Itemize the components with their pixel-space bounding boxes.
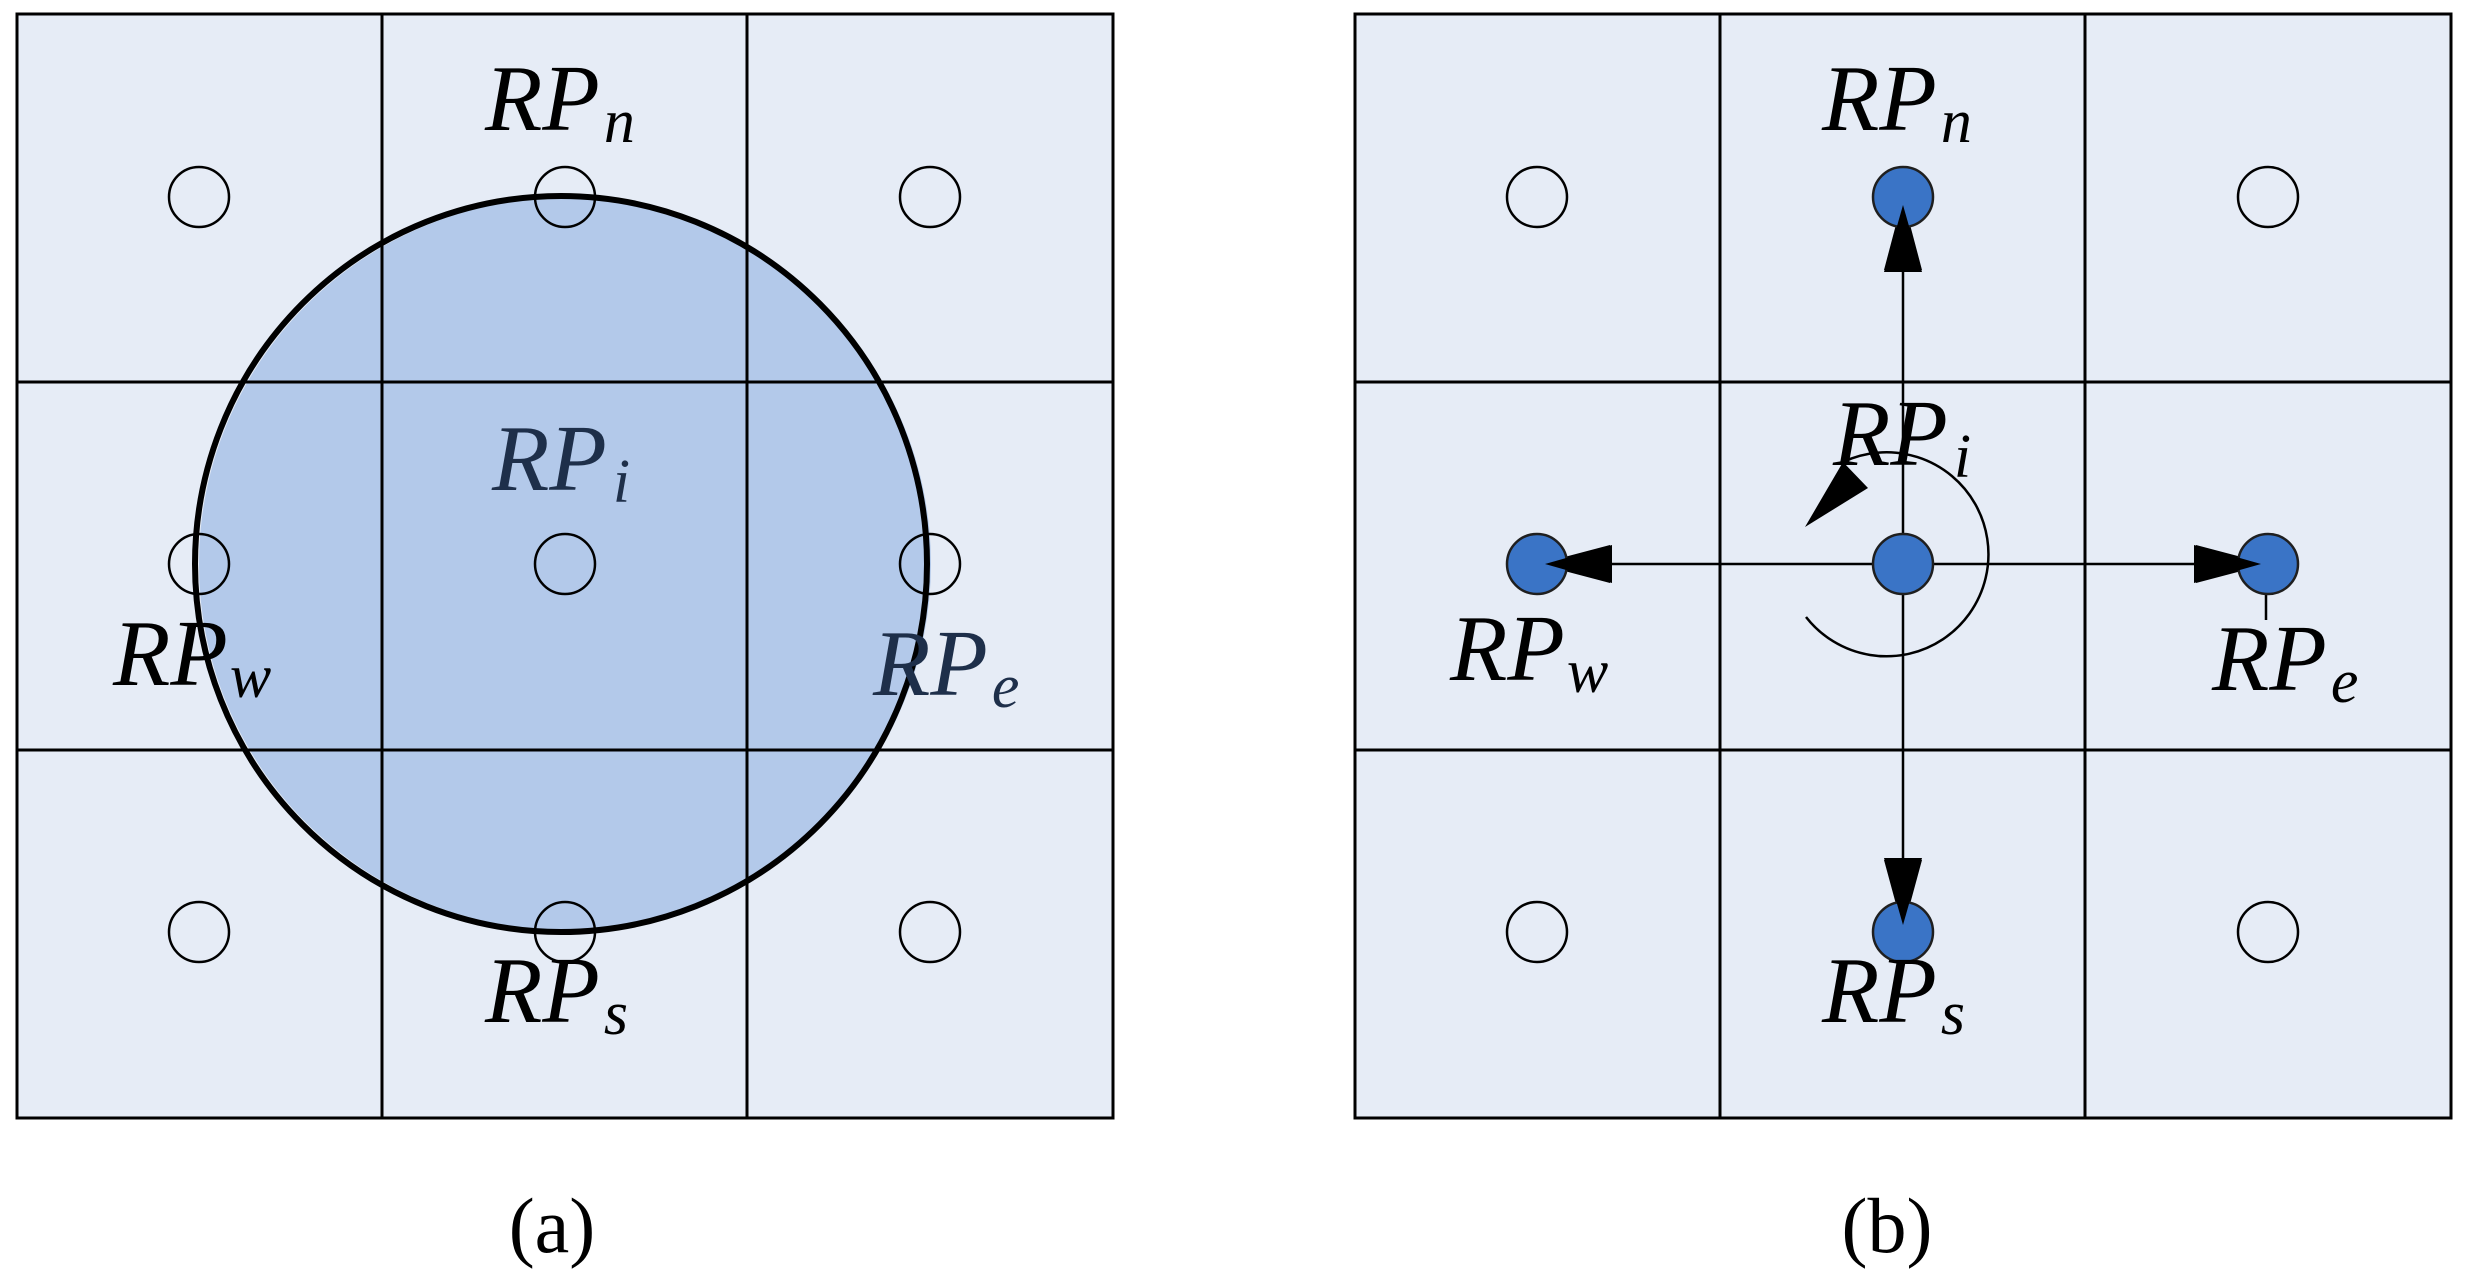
label-a-rp-e: RPe [872,612,1019,721]
rp-b-c-marker [1871,532,1935,596]
rp-a-e-marker [898,532,962,596]
cell-b-ne [2083,12,2453,384]
rp-a-ne-marker [898,165,962,229]
label-b-rp-i: RPi [1832,382,1971,491]
rp-a-se-marker [898,900,962,964]
rp-b-se-marker [2236,900,2300,964]
cell-b-sw [1353,748,1722,1120]
cell-b-se [2083,748,2453,1120]
cell-b-nw [1353,12,1722,384]
label-a-rp-n: RPn [484,47,635,156]
rp-b-sw-marker [1505,900,1569,964]
panel-b: RPn RPi RPw RPe RPs (b) [1353,12,2453,1269]
caption-a: (a) [509,1182,596,1269]
rp-a-nw-marker [167,165,231,229]
caption-b: (b) [1842,1182,1933,1269]
panel-a-grid-lines [15,12,1115,1120]
label-a-rp-i: RPi [491,407,630,516]
label-a-rp-w: RPw [112,602,271,711]
label-b-rp-e: RPe [2211,607,2358,716]
rp-a-c-marker [533,532,597,596]
label-b-rp-w: RPw [1449,597,1608,706]
rotation-arc-head [1805,462,1868,527]
panel-a: RPn RPi RPw RPe RPs (a) [15,12,1115,1269]
label-b-rp-s: RPs [1821,939,1965,1048]
rp-a-sw-marker [167,900,231,964]
label-a-rp-s: RPs [484,939,628,1048]
label-b-rp-n: RPn [1821,47,1972,156]
rp-b-ne-marker [2236,165,2300,229]
panel-b-arrowheads-top [1545,205,2261,925]
coverage-circle-outline [192,193,930,935]
rotation-arc [1805,451,1990,658]
rp-b-nw-marker [1505,165,1569,229]
